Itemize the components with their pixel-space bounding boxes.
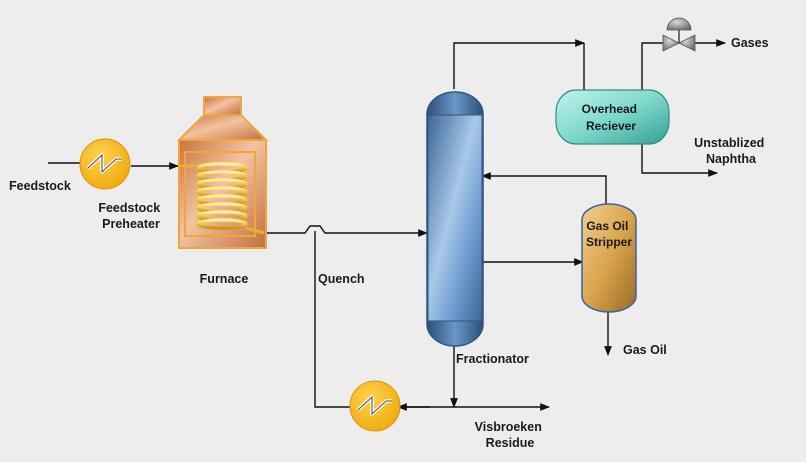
fractionator-label: Fractionator <box>456 352 529 366</box>
preheater-label: Feedstock Preheater <box>98 201 163 231</box>
stripper-label: Gas Oil Stripper <box>586 219 632 249</box>
furnace-label: Furnace <box>200 272 249 286</box>
residue-heat-exchanger <box>349 380 401 432</box>
gases-line <box>641 39 726 91</box>
fractionator-column <box>426 91 484 347</box>
gases-label: Gases <box>731 36 769 50</box>
control-valve <box>662 17 696 52</box>
overhead-receiver-label: Overhead Reciever <box>582 102 641 133</box>
gas-oil-stripper <box>581 203 637 313</box>
furnace-coil <box>180 162 265 235</box>
quench-line <box>314 231 350 408</box>
furnace <box>176 96 269 249</box>
feedstock-preheater <box>79 138 131 190</box>
furnace-to-fractionator-line <box>264 225 428 237</box>
feedstock-label: Feedstock <box>9 179 71 193</box>
residue-label: Visbroeken Residue <box>475 420 546 450</box>
quench-label: Quench <box>318 272 365 286</box>
naphtha-label: Unstablized Naphtha <box>694 136 768 166</box>
gas-oil-label: Gas Oil <box>623 343 667 357</box>
fractionator-overhead-line <box>453 39 585 89</box>
overhead-receiver <box>555 89 670 145</box>
naphtha-line <box>641 144 718 177</box>
pipes <box>48 39 726 411</box>
stripper-return-line <box>481 172 607 204</box>
